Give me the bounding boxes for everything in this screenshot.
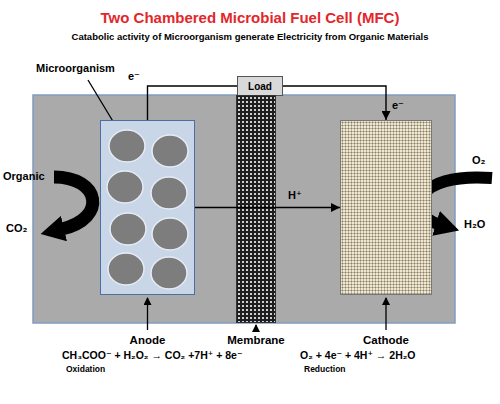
cathode-electrode: Cathode — [340, 120, 432, 295]
microorganism-cell — [152, 135, 188, 167]
microorganism-cell — [110, 213, 146, 245]
fuel-cell-chamber — [33, 95, 455, 323]
anode-electrode: Anode — [100, 120, 195, 295]
leader-line — [147, 298, 148, 330]
microorganism-cell — [151, 257, 187, 289]
edge-label: H⁺ — [288, 189, 302, 202]
reaction-equation: CH₃COO⁻ + H₂O₂ → CO₂ +7H⁺ + 8e⁻ — [62, 349, 242, 361]
leader-line — [385, 298, 386, 330]
microorganism-cluster — [101, 121, 193, 293]
reaction-equation: O₂ + 4e⁻ + 4H⁺ → 2H₂O — [300, 349, 416, 361]
wire — [283, 86, 386, 120]
box-label: Load — [248, 81, 272, 92]
title: Two Chambered Microbial Fuel Cell (MFC) — [0, 9, 500, 26]
wire — [148, 86, 238, 120]
microorganism-cell — [109, 130, 145, 162]
input-label: Organic — [3, 170, 45, 182]
edge-label: e⁻ — [392, 99, 404, 112]
microorganism-cell — [151, 177, 187, 209]
leader-line — [255, 325, 256, 331]
part-name: Anode — [130, 334, 166, 346]
reaction-type: Oxidation — [66, 364, 105, 374]
wire — [195, 207, 340, 208]
reaction-type: Reduction — [304, 364, 346, 374]
load-box: Load — [237, 76, 283, 96]
subtitle: Catabolic activity of Microorganism gene… — [72, 31, 429, 42]
organic-input-arrow — [54, 177, 93, 229]
input-label: O₂ — [472, 154, 485, 166]
membrane: Membrane — [236, 95, 276, 323]
output-label: CO₂ — [6, 222, 27, 234]
microorganism-cell — [108, 253, 144, 285]
part-name: Cathode — [363, 334, 409, 346]
microorganism-cell — [152, 218, 188, 250]
microorganism-cell — [107, 171, 143, 203]
part-name: Membrane — [227, 334, 285, 346]
part-name: Microorganism — [36, 62, 115, 74]
output-label: H₂O — [464, 218, 485, 230]
edge-label: e⁻ — [128, 70, 140, 83]
